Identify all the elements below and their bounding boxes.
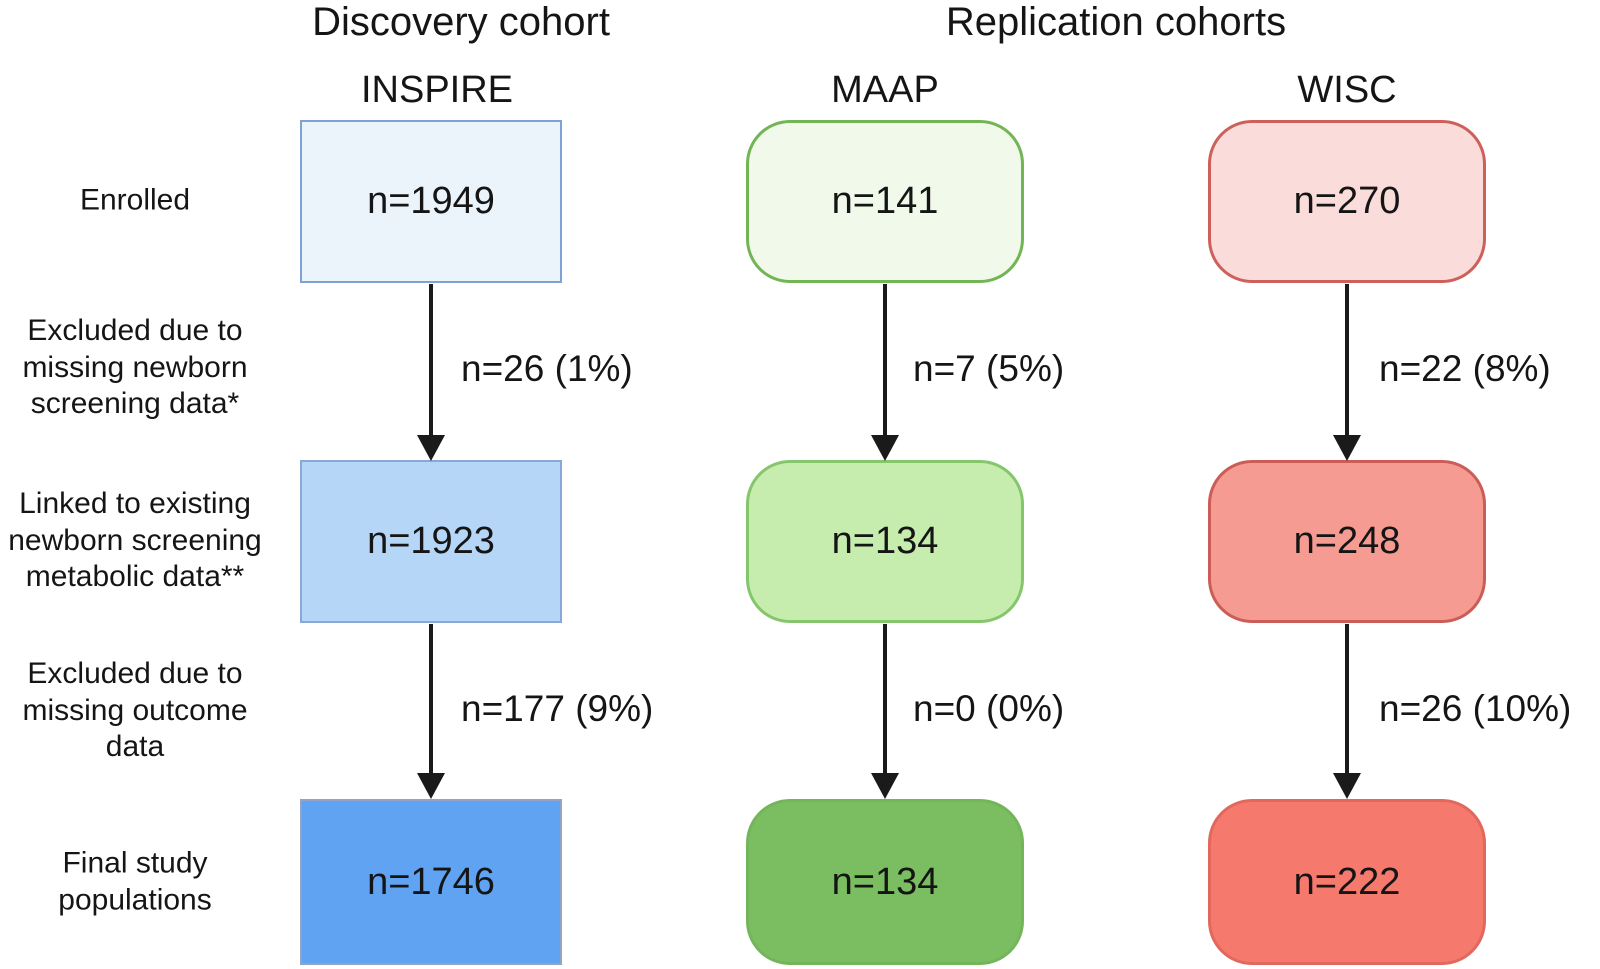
maap-linked-box: n=134 (746, 460, 1024, 623)
arrow-down-icon (1345, 624, 1349, 774)
maap-excluded-screening-count: n=7 (5%) (913, 348, 1065, 389)
wisc-final-box: n=222 (1208, 799, 1486, 965)
arrow-down-icon (1345, 284, 1349, 436)
maap-excluded-outcome-count: n=0 (0%) (913, 688, 1065, 729)
maap-column-title: MAAP (831, 69, 939, 111)
arrow-down-icon (429, 624, 433, 774)
row-label-excluded-outcome: Excluded due to missing outcome data (22, 657, 248, 764)
wisc-excluded-outcome-count: n=26 (10%) (1379, 688, 1572, 729)
row-label-excluded-screening: Excluded due to missing newborn screenin… (22, 314, 248, 421)
arrow-down-icon (429, 284, 433, 436)
discovery-cohort-header: Discovery cohort (312, 0, 610, 44)
wisc-excluded-screening-count: n=22 (8%) (1379, 348, 1551, 389)
maap-final-box: n=134 (746, 799, 1024, 965)
row-label-enrolled: Enrolled (79, 183, 191, 217)
arrow-down-icon (883, 624, 887, 774)
wisc-column-title: WISC (1297, 69, 1397, 111)
inspire-linked-box: n=1923 (300, 460, 562, 623)
arrow-down-icon (883, 284, 887, 436)
inspire-final-box: n=1746 (300, 799, 562, 965)
wisc-linked-box: n=248 (1208, 460, 1486, 623)
wisc-enrolled-box: n=270 (1208, 120, 1486, 283)
inspire-column-title: INSPIRE (360, 69, 514, 111)
replication-cohorts-header: Replication cohorts (945, 0, 1287, 44)
inspire-enrolled-box: n=1949 (300, 120, 562, 283)
inspire-excluded-outcome-count: n=177 (9%) (461, 688, 654, 729)
row-label-linked: Linked to existing newborn screening met… (8, 487, 262, 594)
maap-enrolled-box: n=141 (746, 120, 1024, 283)
row-label-final: Final study populations (58, 846, 212, 916)
inspire-excluded-screening-count: n=26 (1%) (461, 348, 633, 389)
